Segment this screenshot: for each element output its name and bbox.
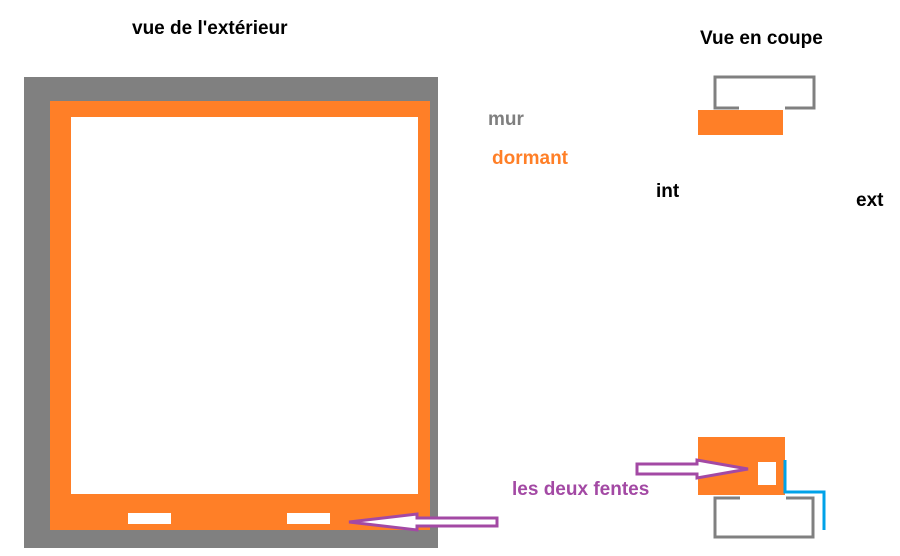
section-bottom-slot (758, 462, 776, 485)
slot-arrow-left-view (348, 512, 499, 532)
exterior-view-title: vue de l'extérieur (132, 18, 288, 39)
slot-arrow-section-view (635, 458, 749, 480)
section-top-wall (713, 75, 816, 110)
drain-slot-left (128, 513, 171, 524)
section-bottom-seal (783, 460, 826, 530)
section-top-frame (698, 110, 783, 135)
frame-legend-label: dormant (492, 148, 568, 169)
wall-legend-label: mur (488, 109, 524, 130)
window-opening (71, 117, 418, 494)
slots-legend-label: les deux fentes (512, 479, 650, 500)
drain-slot-right (287, 513, 330, 524)
interior-side-label: int (656, 181, 680, 202)
section-bottom-wall (713, 496, 815, 539)
exterior-side-label: ext (856, 190, 884, 211)
section-view-title: Vue en coupe (700, 28, 823, 49)
